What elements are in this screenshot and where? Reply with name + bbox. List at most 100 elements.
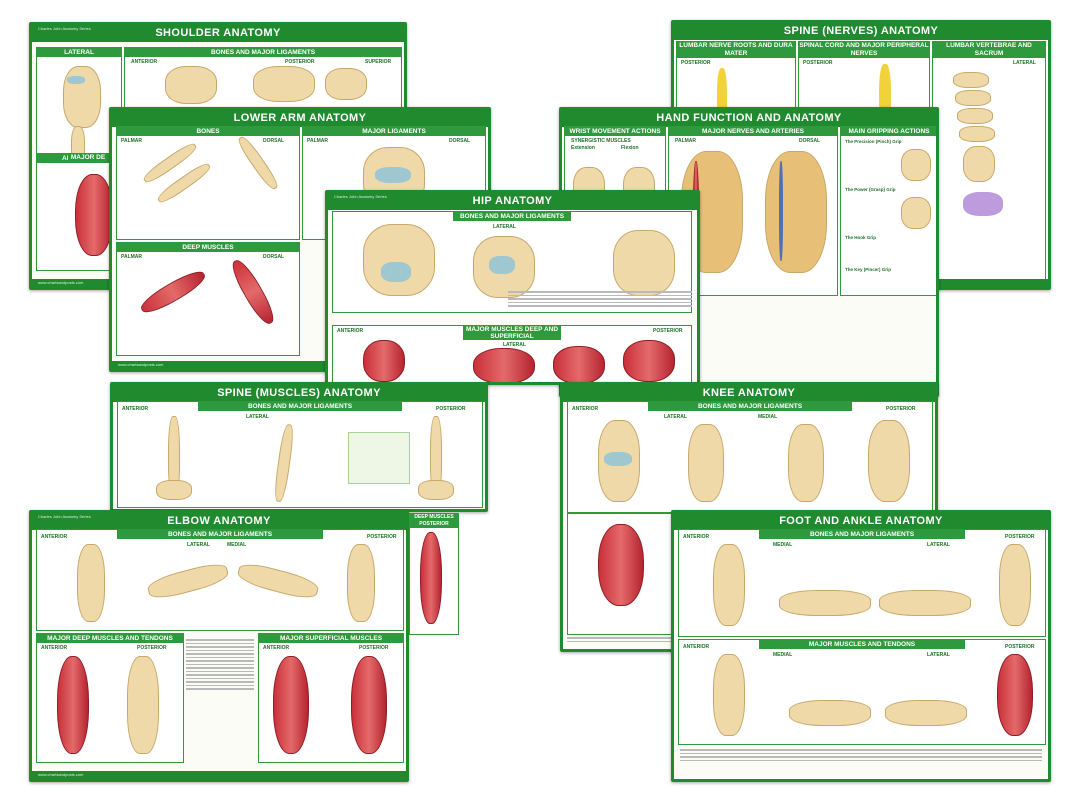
hand-illustration [901,149,931,181]
panel-bones-ligaments: BONES AND MAJOR LIGAMENTS ANTERIOR LATER… [117,401,483,508]
poster-title: ELBOW ANATOMY [32,513,406,530]
ligament-illustration [67,76,85,84]
info-box [348,432,410,484]
view-label: ANTERIOR [572,406,599,412]
view-label: POSTERIOR [1005,644,1035,650]
view-label: POSTERIOR [803,60,833,66]
panel-heading: MAJOR DEEP MUSCLES AND TENDONS [37,634,183,643]
view-label: POSTERIOR [137,645,167,651]
view-label: POSTERIOR [285,59,315,65]
poster-footer: www.chartsandposts.com [112,361,488,369]
ligament-illustration [489,256,515,274]
panel-heading: MAJOR MUSCLES DEEP AND SUPERFICIAL [463,326,561,340]
panel-heading: MAJOR DE [68,153,108,162]
hand-illustration [765,151,827,273]
grip-label: The Power (Grasp) Grip [845,187,896,192]
website-label: www.chartsandposts.com [38,772,84,777]
panel-heading: BONES AND MAJOR LIGAMENTS [198,402,402,411]
series-label: Charles John Anatomy Series [334,194,387,199]
muscle-illustration [273,656,309,754]
bone-illustration [165,66,217,104]
description-text [508,289,692,319]
panel-lumbar-vertebrae: LUMBAR VERTEBRAE AND SACRUM LATERAL [932,41,1046,283]
view-label: DORSAL [263,138,285,144]
view-label: DORSAL [263,254,285,260]
hand-illustration [901,197,931,229]
panel-heading: MAJOR MUSCLES AND TENDONS [759,640,965,649]
spine-illustration [272,423,296,503]
elbow-illustration [347,544,375,622]
muscle-illustration [623,340,675,382]
view-label: SUPERIOR [365,59,392,65]
website-label: www.chartsandposts.com [38,280,84,285]
pelvis-illustration [613,230,675,296]
elbow-illustration [145,559,231,603]
nerve-illustration [717,68,727,128]
view-label: ANTERIOR [131,59,158,65]
elbow-illustration [127,656,159,754]
grip-label: The Key (Pincer) Grip [845,267,892,272]
view-label: DORSAL [799,138,821,144]
poster-title: HIP ANATOMY [328,193,697,210]
panel-heading: LUMBAR VERTEBRAE AND SACRUM [933,42,1045,58]
view-label: POSTERIOR [653,328,683,334]
sacrum-illustration [963,146,995,182]
disc-illustration [963,192,1003,216]
panel-heading: LUMBAR NERVE ROOTS AND DURA MATER [677,42,795,58]
pelvis-illustration [418,480,454,500]
muscle-illustration [363,340,405,382]
pelvis-illustration [363,224,435,296]
view-label: ANTERIOR [41,645,68,651]
panel-heading: MAIN GRIPPING ACTIONS [841,127,936,136]
movement-label: Flexion [621,145,639,151]
vertebra-illustration [957,108,993,124]
movement-label: Extension [571,145,595,151]
poster-title: SPINE (NERVES) ANATOMY [674,23,1048,40]
view-label: LATERAL [927,652,950,658]
sub-heading: SYNERGISTIC MUSCLES [571,138,631,144]
panel-bones-ligaments: BONES AND MAJOR LIGAMENTS ANTERIOR LATER… [36,529,404,631]
knee-illustration [868,420,910,502]
view-label: POSTERIOR [886,406,916,412]
panel-gripping-actions: MAIN GRIPPING ACTIONS The Precision (Pin… [840,126,936,296]
series-label: Charles John Anatomy Series [38,26,91,31]
vertebra-illustration [953,72,989,88]
foot-illustration [713,544,745,626]
panel-heading: SPINAL CORD AND MAJOR PERIPHERAL NERVES [799,42,929,58]
vertebra-illustration [955,90,991,106]
panel-major-muscles: MAJOR MUSCLES DEEP AND SUPERFICIAL ANTER… [332,325,692,382]
view-label: ANTERIOR [41,534,68,540]
ligament-illustration [375,167,411,183]
bone-illustration [325,68,367,100]
panel-superficial-muscles: MAJOR SUPERFICIAL MUSCLES ANTERIOR POSTE… [258,633,404,763]
view-label: MEDIAL [773,652,793,658]
panel-heading: BONES AND MAJOR LIGAMENTS [125,48,401,57]
website-label: www.chartsandposts.com [118,362,164,367]
knee-illustration [688,424,724,502]
view-label: LATERAL [246,414,269,420]
panel-deep-muscles: DEEP MUSCLES PALMAR DORSAL [116,242,300,356]
panel-heading: BONES AND MAJOR LIGAMENTS [759,530,965,539]
vertebra-illustration [959,126,995,142]
poster-title: KNEE ANATOMY [563,385,935,402]
view-label: ANTERIOR [683,644,710,650]
muscle-illustration [351,656,387,754]
vein-illustration [779,161,783,261]
view-label: ANTERIOR [337,328,364,334]
series-label: Charles John Anatomy Series [38,514,91,519]
panel-heading: BONES AND MAJOR LIGAMENTS [453,212,571,221]
panel-heading: BONES AND MAJOR LIGAMENTS [648,402,852,411]
description-text [567,635,677,649]
view-label: POSTERIOR [436,406,466,412]
panel-heading: DEEP MUSCLES POSTERIOR [410,514,458,528]
poster-foot-ankle: FOOT AND ANKLE ANATOMY BONES AND MAJOR L… [671,510,1051,782]
poster-title: LOWER ARM ANATOMY [112,110,488,127]
grip-label: The Precision (Pinch) Grip [845,139,902,144]
view-label: PALMAR [121,254,143,260]
poster-elbow: ELBOW ANATOMY Charles John Anatomy Serie… [29,510,409,782]
view-label: LATERAL [927,542,950,548]
view-label: PALMAR [121,138,143,144]
view-label: LATERAL [187,542,210,548]
view-label: MEDIAL [227,542,247,548]
foot-illustration [879,590,971,616]
